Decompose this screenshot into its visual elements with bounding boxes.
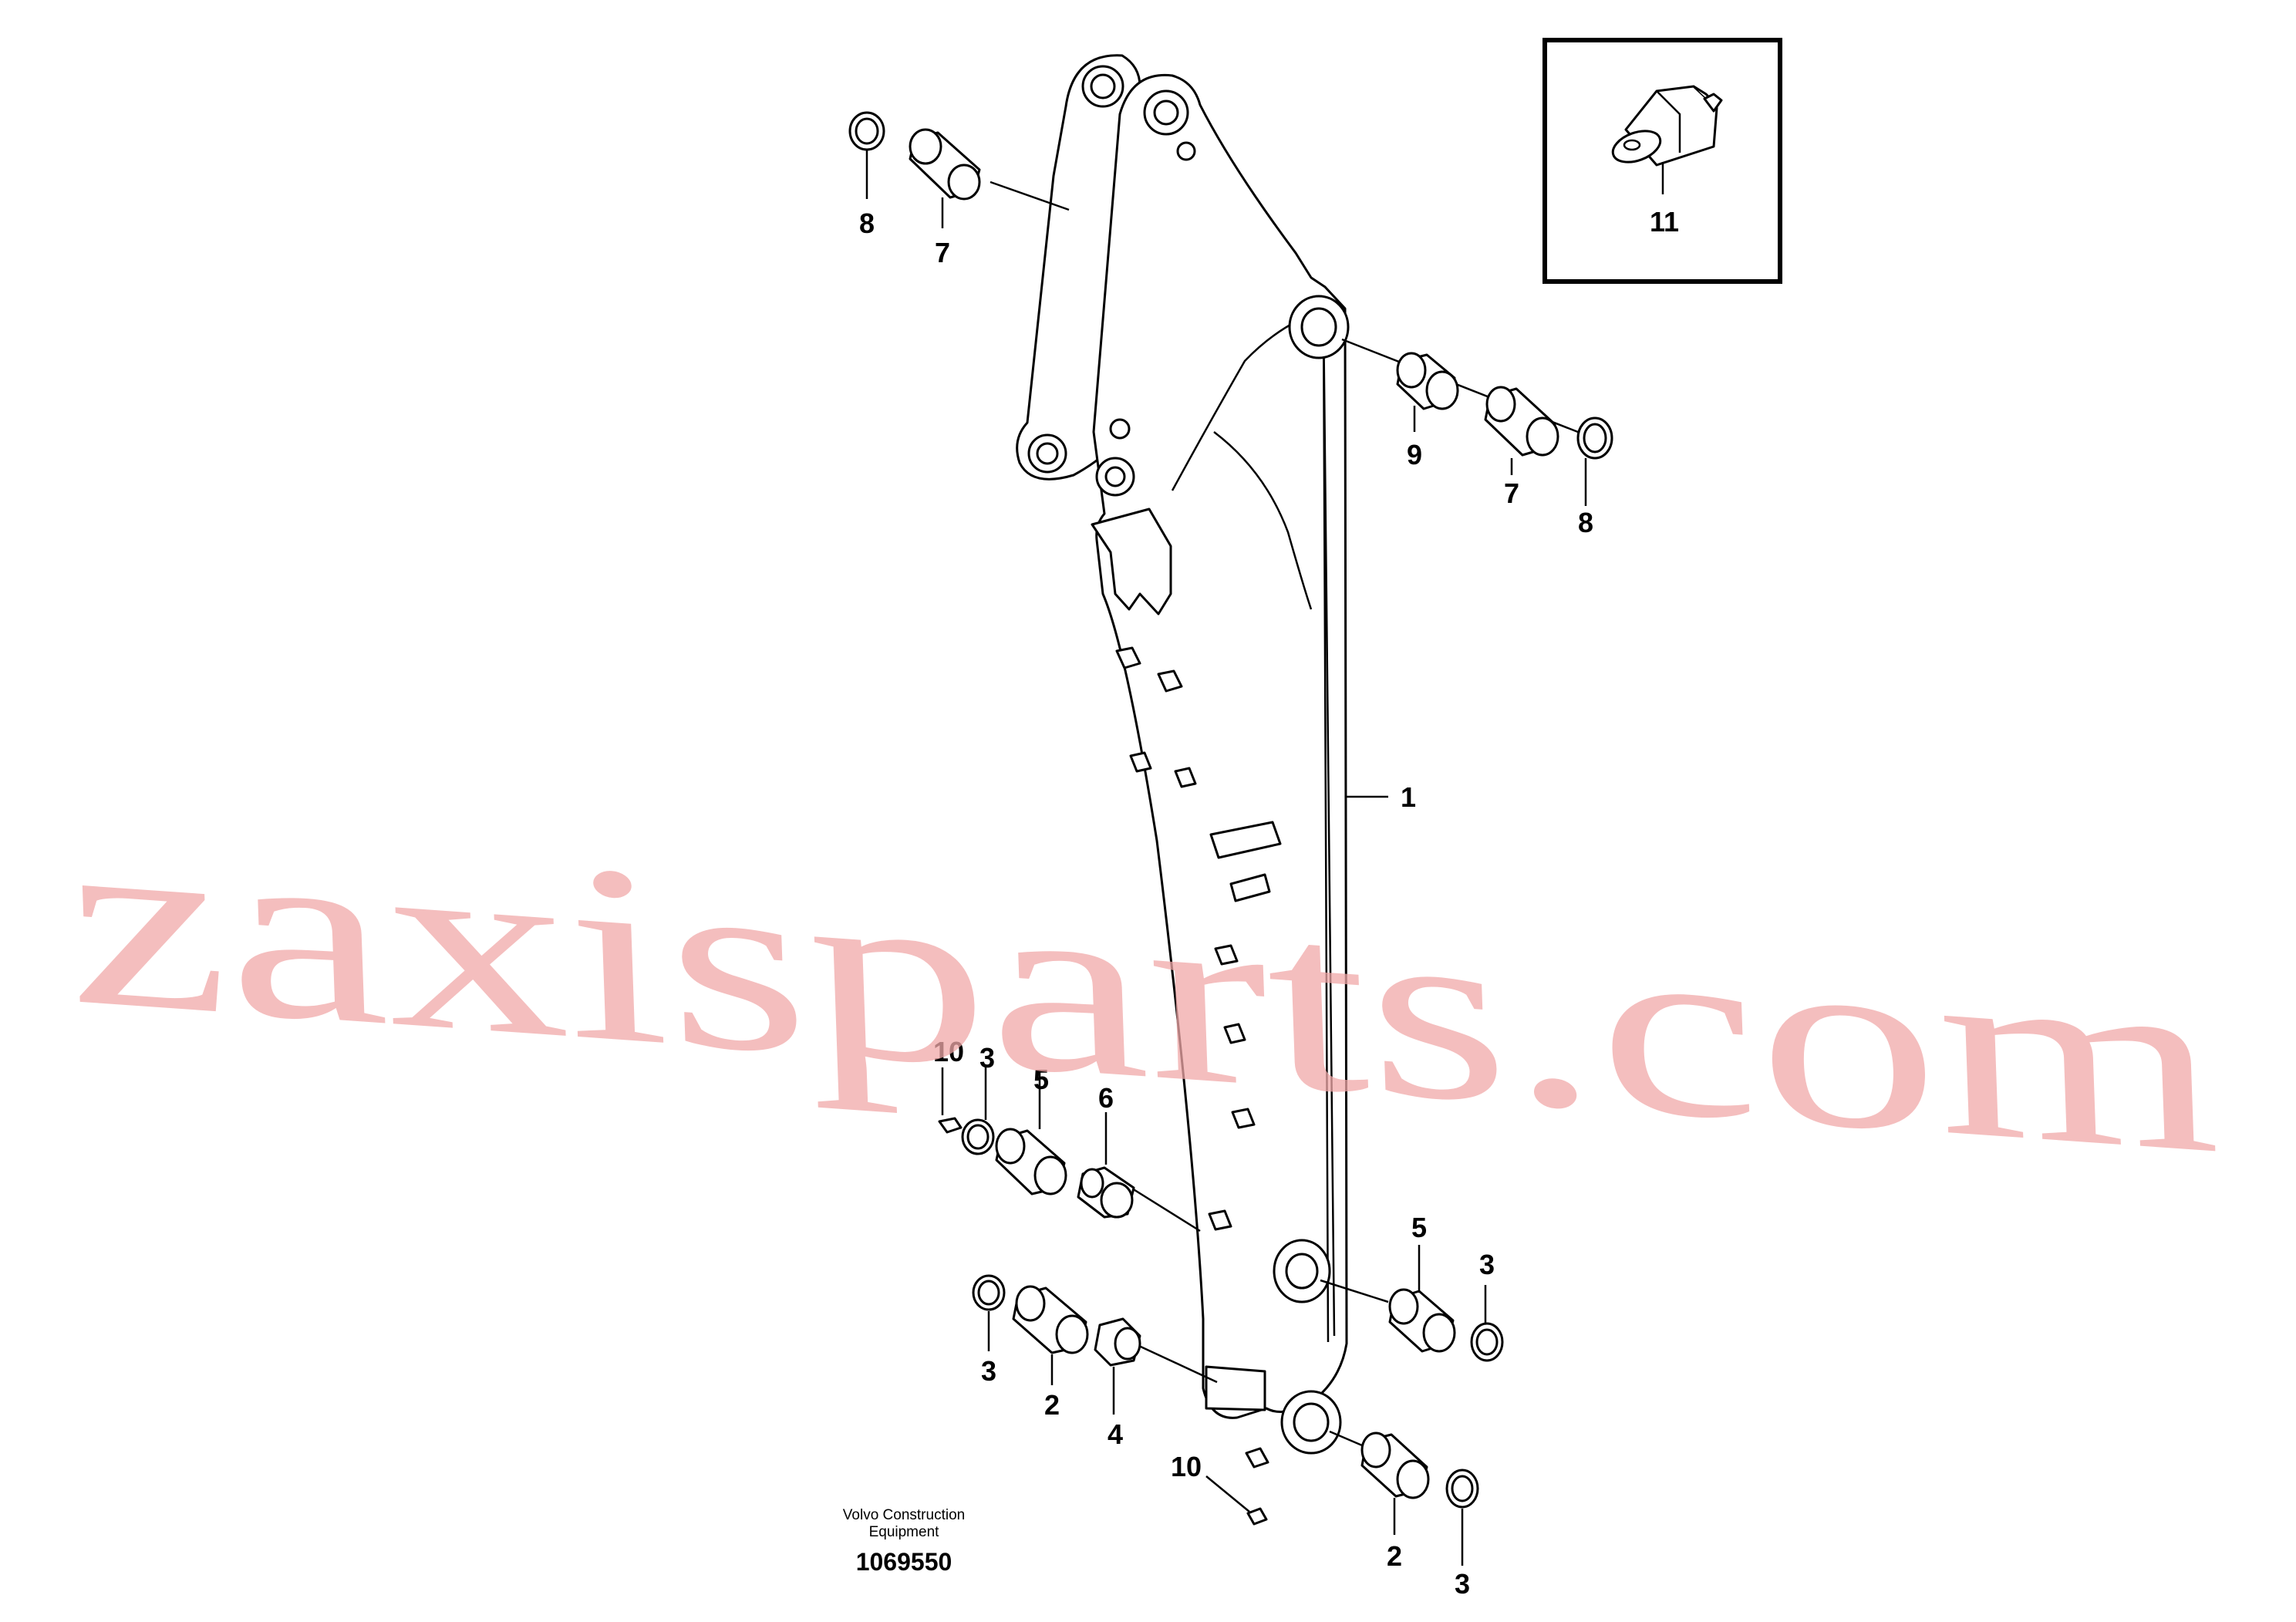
callout-5-right: 5 [1411,1212,1427,1243]
callout-5-mid: 5 [1033,1064,1049,1095]
callout-4: 4 [1108,1418,1123,1450]
grease-nipple-11 [1611,85,1723,194]
detail-inset: 11 [1542,38,1782,284]
callout-7-right: 7 [1504,477,1519,509]
pin-group-middle-left [938,1064,1201,1233]
document-number: 1069550 [856,1548,952,1576]
callout-11: 11 [1650,206,1679,238]
callout-8-right: 8 [1578,507,1593,538]
callout-3-bottom-left: 3 [981,1355,996,1387]
callout-7-top: 7 [935,237,950,268]
callout-9: 9 [1407,439,1422,470]
dipper-arm-1 [1016,54,1388,1455]
pin-group-top-right [1341,338,1613,506]
callout-10-bottom: 10 [1171,1451,1202,1482]
callout-8-top: 8 [859,207,875,239]
callout-2-left: 2 [1044,1389,1060,1421]
caption-line2: Equipment [869,1524,940,1540]
callout-3-bottom-right: 3 [1455,1568,1470,1600]
pin-group-bottom-right [1329,1430,1479,1566]
caption-line1: Volvo Construction [843,1507,965,1523]
callout-1: 1 [1401,781,1416,813]
watermark-text: zaxisparts.com [62,774,2223,1207]
callout-3-right-mid: 3 [1479,1249,1495,1280]
callout-3-mid: 3 [979,1042,995,1074]
pin-group-bottom-left [972,1274,1218,1415]
callout-6: 6 [1098,1082,1114,1114]
pin-group-top-left [848,111,1070,228]
pin-group-middle-right [1320,1245,1504,1362]
grease-nipple-10-bottom [1205,1447,1269,1526]
callout-2-right: 2 [1387,1540,1402,1572]
callout-10-mid: 10 [933,1036,964,1067]
